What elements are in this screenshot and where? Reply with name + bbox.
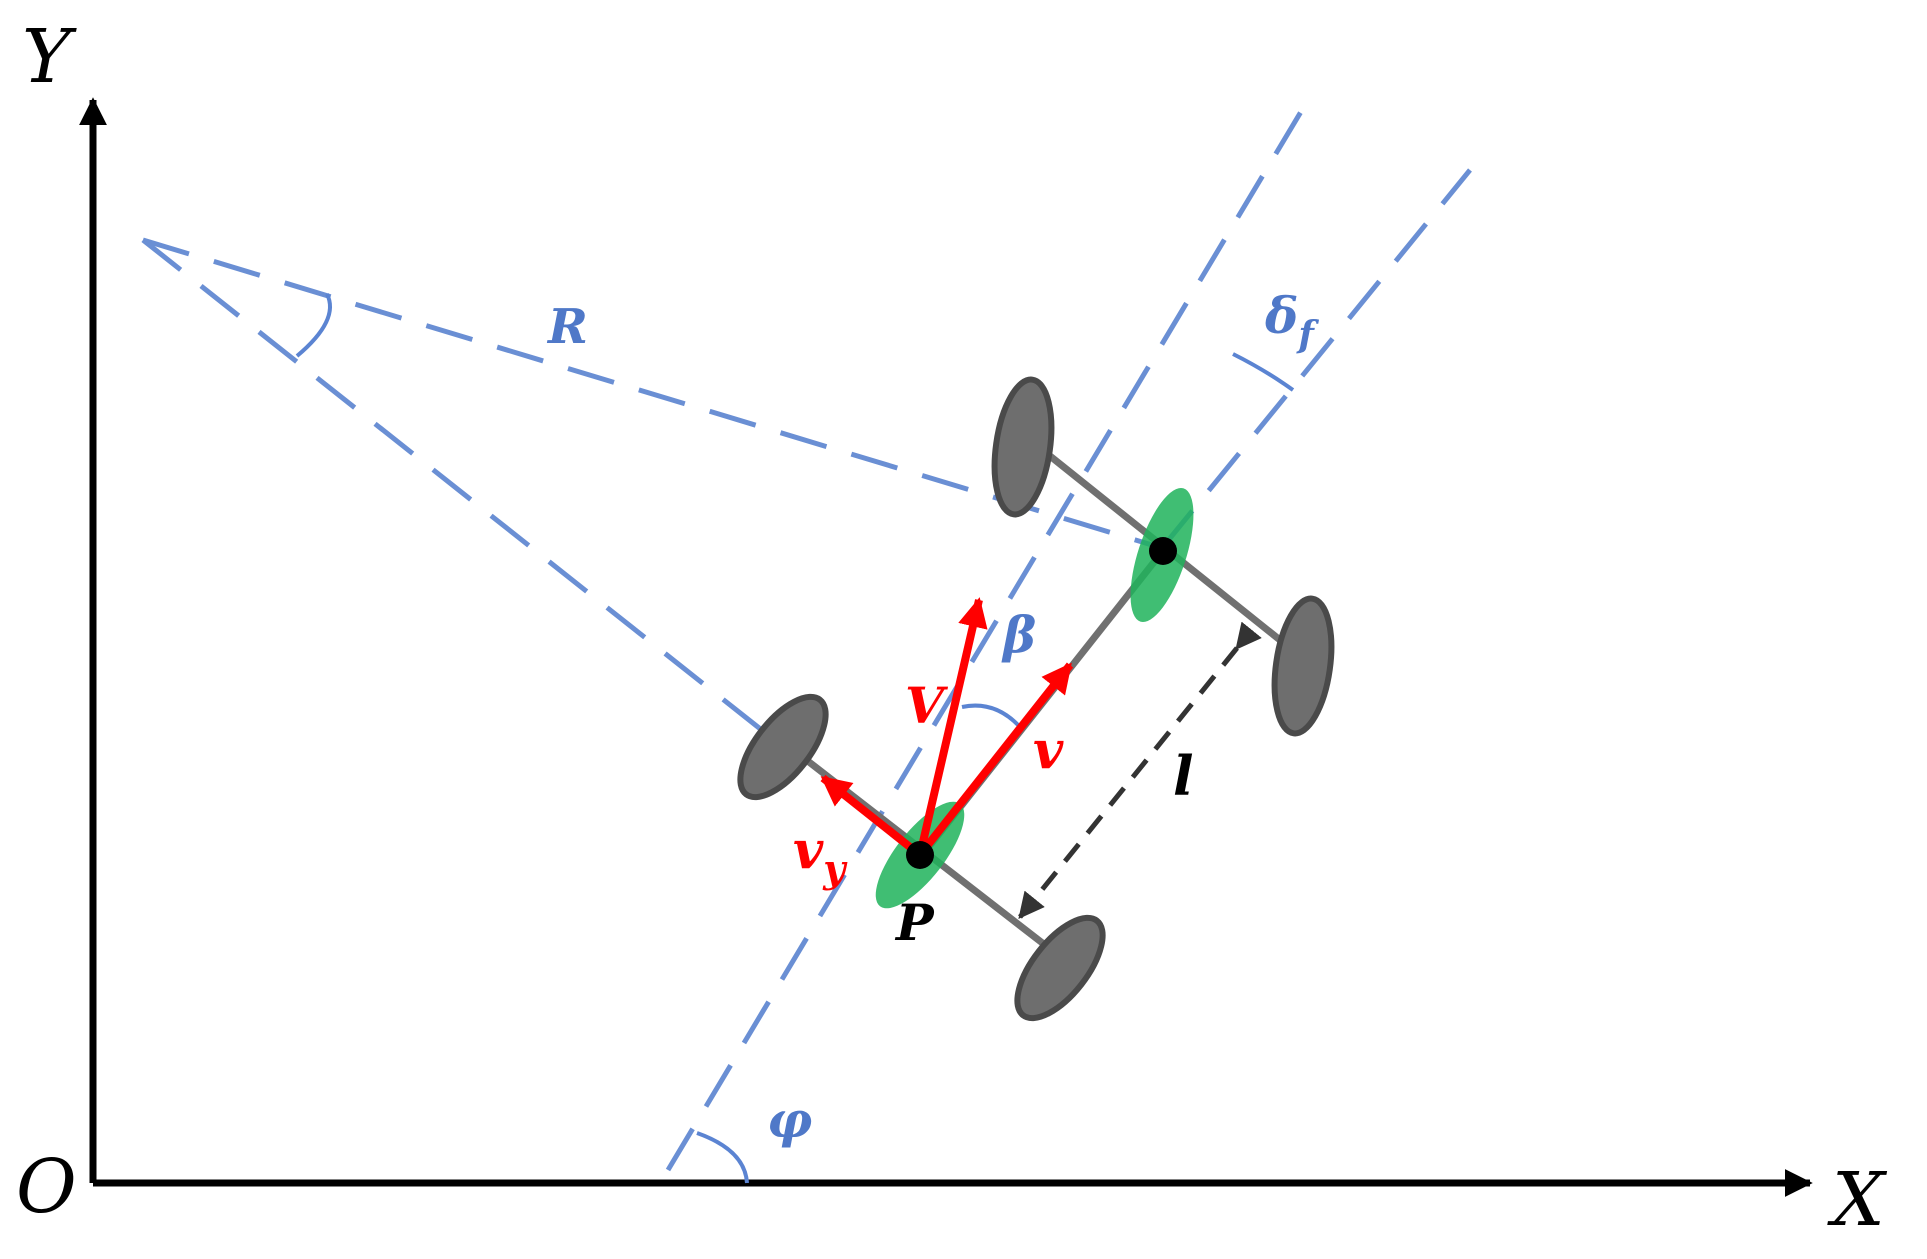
wheelbase-arrow [1018,621,1262,920]
y-axis-label: Y [22,14,77,100]
point-P-label: P [894,893,935,952]
front-left-wheel [991,376,1055,518]
center-angle-arc [295,293,333,358]
velocity-vector-vy [820,774,923,859]
wheelbase-label: l [1173,744,1194,808]
steer-angle-arc [1232,352,1295,392]
slip-angle-label: β [1001,605,1036,664]
front-wheel-direction-line [1160,168,1472,550]
point-P [906,841,934,869]
origin-label: O [16,1144,77,1230]
heading-angle-label: φ [767,1090,812,1149]
slip-angle-arc [961,703,1022,729]
rear-left-wheel [737,693,829,801]
rear-right-wheel [1014,914,1106,1022]
vy-subscript: y [822,846,848,891]
velocity-vector-v [916,662,1074,858]
steer-angle-label: δf [1264,286,1319,356]
radius-line-front [142,237,1163,551]
steer-angle-symbol: δ [1264,286,1298,345]
heading-line [665,103,1308,1172]
steer-angle-subscript: f [1295,314,1319,356]
velocity-v-label: v [1033,720,1064,781]
heading-angle-arc [696,1131,749,1184]
radius-line-rear [141,238,770,737]
radius-label: R [546,299,588,355]
velocity-vector-V [916,597,988,856]
x-axis-label: X [1827,1157,1888,1243]
front-axle-center-point [1149,537,1177,565]
velocity-V-label: V [905,676,949,735]
front-right-wheel [1271,595,1335,737]
vy-symbol: v [793,820,824,881]
velocity-vy-label: vy [793,820,848,891]
